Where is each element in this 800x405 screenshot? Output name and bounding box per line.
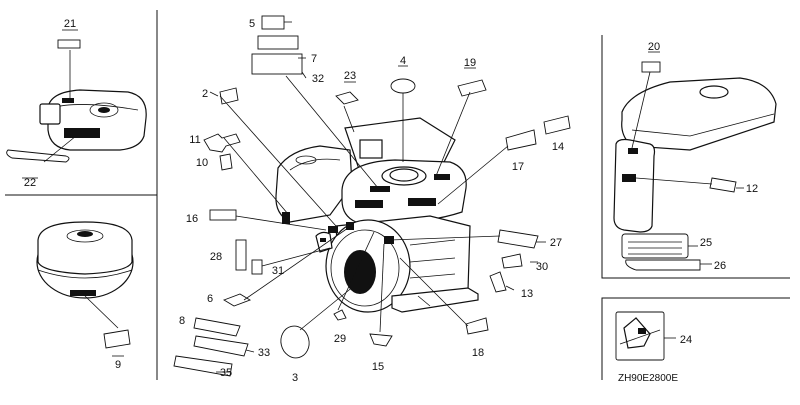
callout-numbers: 21 22 9 5 7 32 2 23 4 19 11 10 16 28 31 … xyxy=(24,18,758,384)
diagram-code: ZH90E2800E xyxy=(618,373,678,384)
callout-5: 5 xyxy=(249,18,255,30)
callout-24: 24 xyxy=(680,334,692,346)
callout-12: 12 xyxy=(746,183,758,195)
panel-dividers xyxy=(5,10,790,380)
callout-dashes xyxy=(22,29,744,373)
callout-18: 18 xyxy=(472,347,484,359)
callout-23: 23 xyxy=(344,70,356,82)
callout-29: 29 xyxy=(334,333,346,345)
callout-2: 2 xyxy=(202,88,208,100)
callout-17: 17 xyxy=(512,161,524,173)
callout-11: 11 xyxy=(189,134,200,146)
air-cleaner-round xyxy=(36,221,134,349)
engine-assembly xyxy=(275,117,479,313)
callout-21: 21 xyxy=(64,18,76,30)
callout-19: 19 xyxy=(464,57,476,69)
callout-35: 35 xyxy=(220,367,232,379)
callout-22: 22 xyxy=(24,177,36,189)
callout-31: 31 xyxy=(272,265,284,277)
fuel-tank-panel xyxy=(613,61,777,271)
callout-8: 8 xyxy=(179,315,185,327)
central-labels xyxy=(173,15,571,377)
callout-6: 6 xyxy=(207,293,213,305)
callout-33: 33 xyxy=(258,347,270,359)
callout-3: 3 xyxy=(292,372,298,384)
callout-9: 9 xyxy=(115,359,121,371)
warning-label-panel xyxy=(615,311,676,361)
callout-26: 26 xyxy=(714,260,726,272)
callout-20: 20 xyxy=(648,41,660,53)
callout-30: 30 xyxy=(536,261,548,273)
callout-28: 28 xyxy=(210,251,222,263)
air-cleaner-small xyxy=(6,39,147,163)
callout-4: 4 xyxy=(400,55,406,67)
side-leaders xyxy=(209,21,307,97)
callout-10: 10 xyxy=(196,157,208,169)
callout-25: 25 xyxy=(700,237,712,249)
callout-14: 14 xyxy=(552,141,564,153)
callout-16: 16 xyxy=(186,213,198,225)
callout-32: 32 xyxy=(312,73,324,85)
callout-13: 13 xyxy=(521,288,533,300)
central-leaders xyxy=(219,75,509,333)
callout-7: 7 xyxy=(311,53,317,65)
callout-15: 15 xyxy=(372,361,384,373)
callout-27: 27 xyxy=(550,237,562,249)
